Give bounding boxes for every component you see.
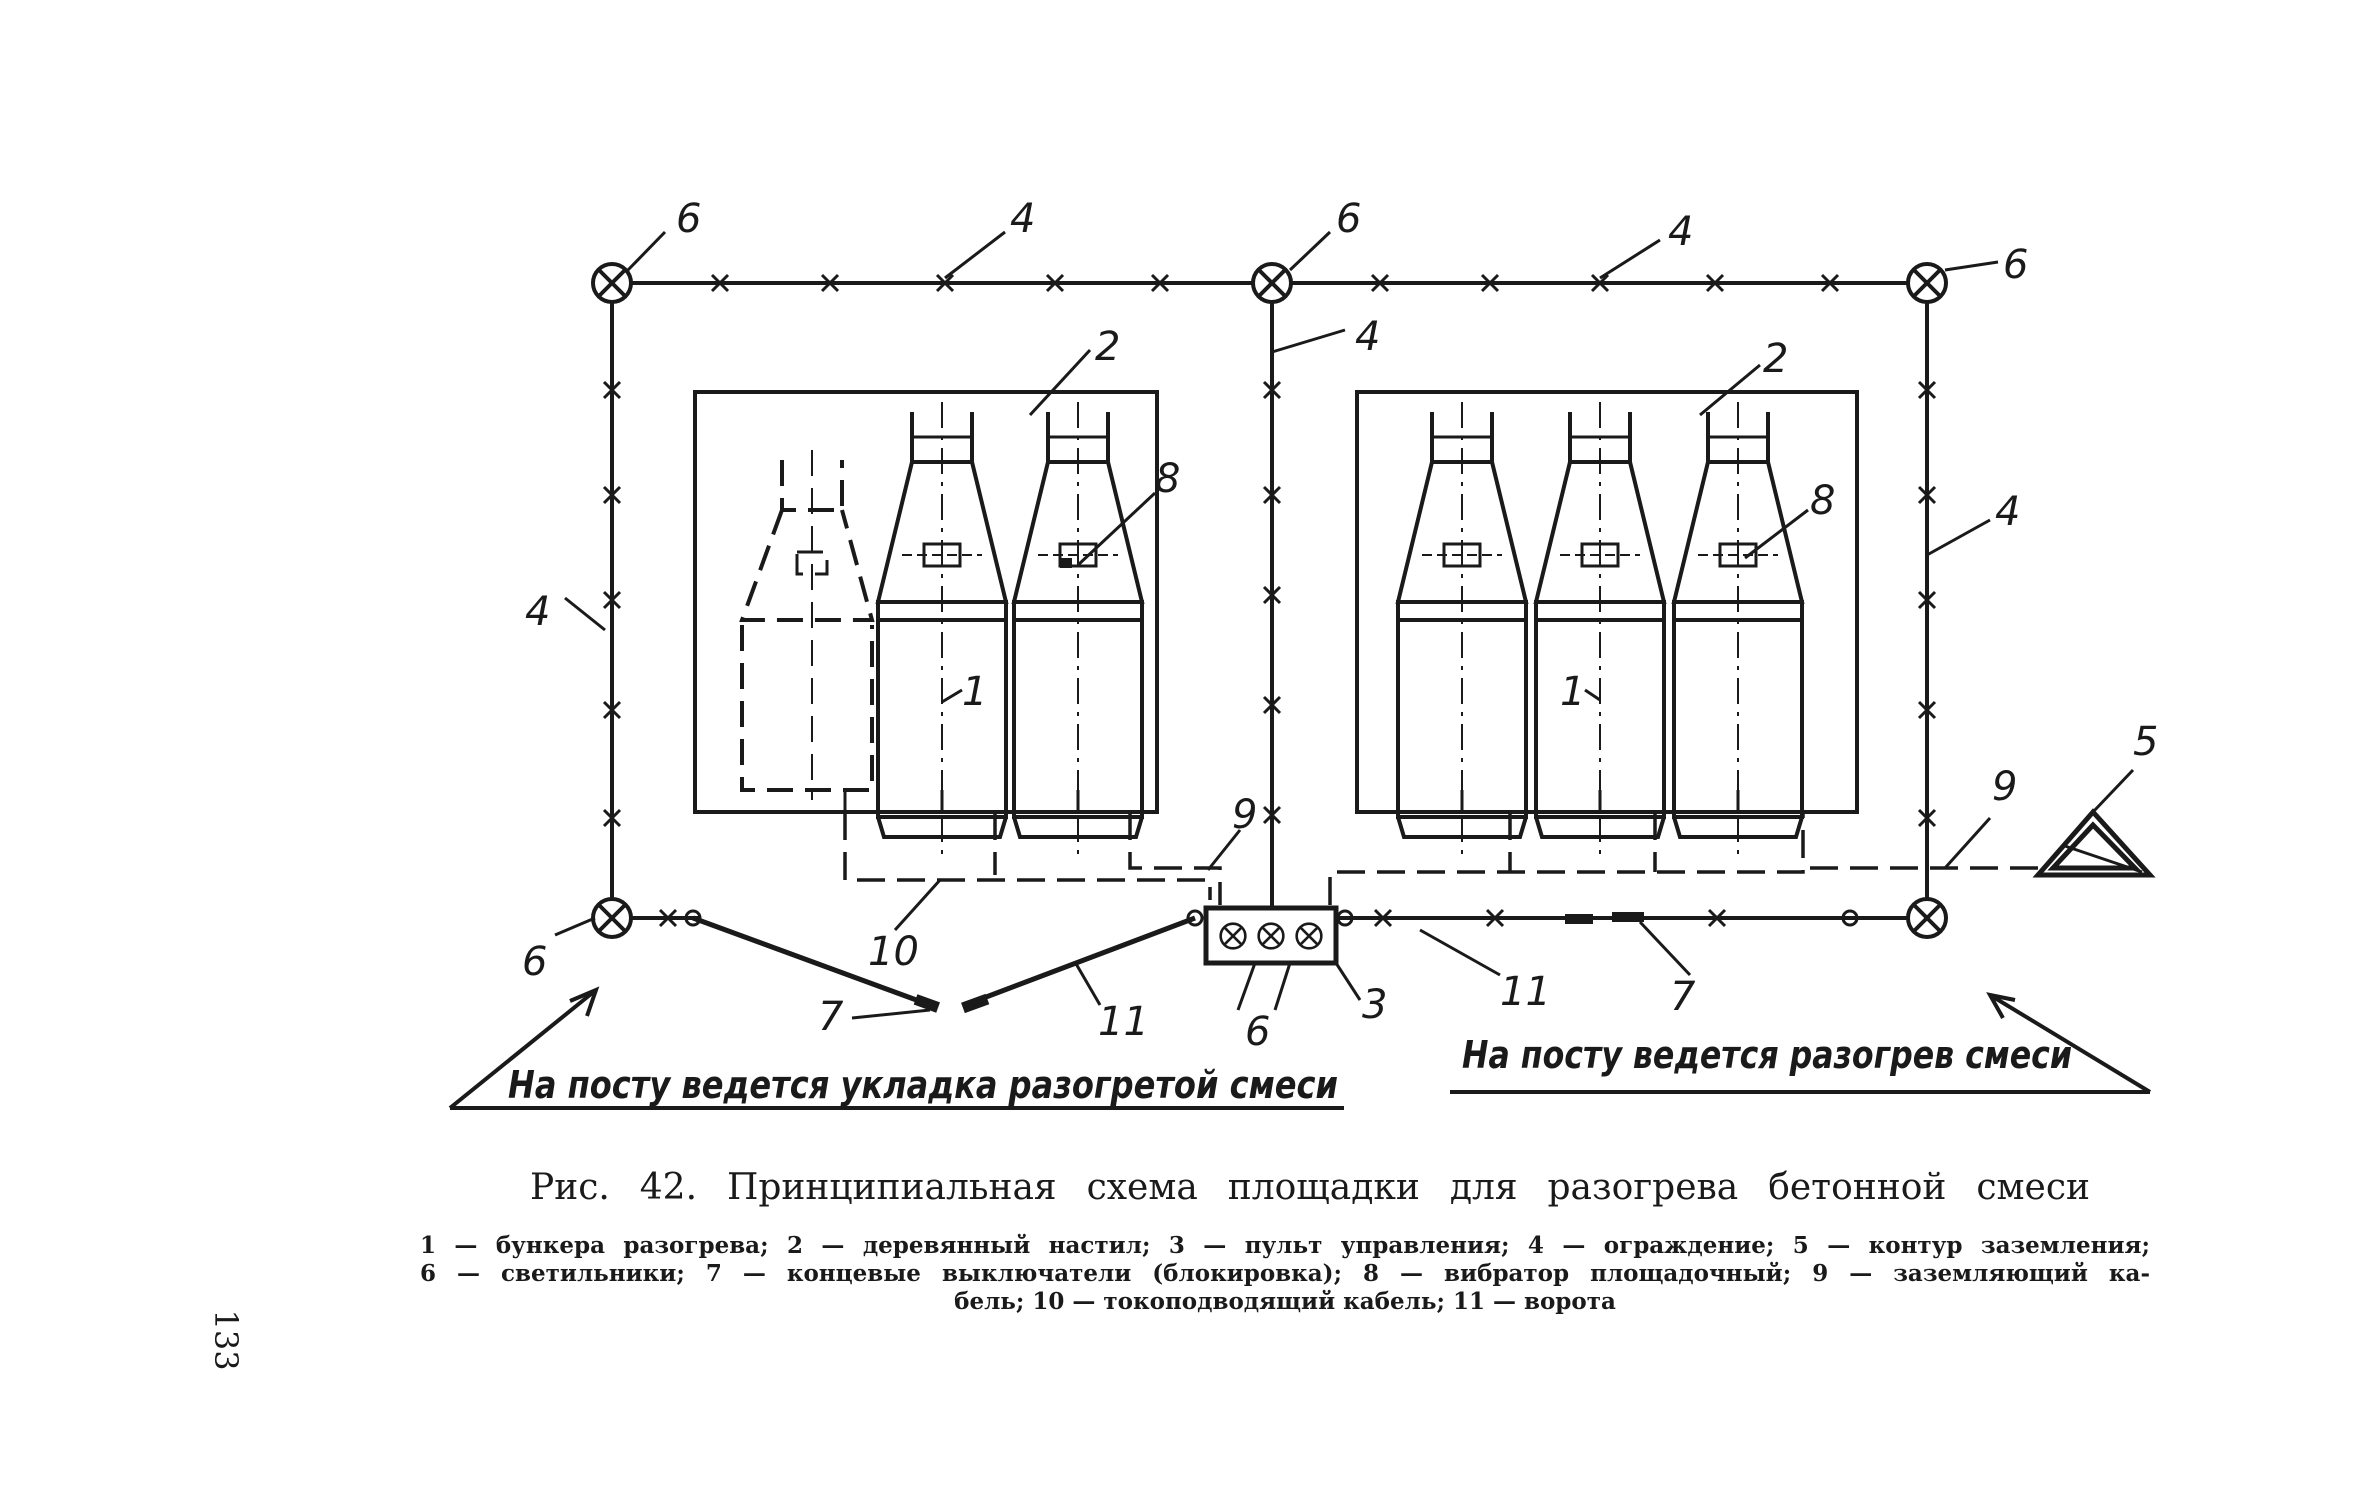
- label-9-right: 9: [1992, 764, 2017, 810]
- label-6-bottom-left: 6: [522, 939, 547, 985]
- label-8-left: 8: [1155, 456, 1180, 502]
- label-4-top-right: 4: [1668, 209, 1693, 255]
- label-1-left: 1: [962, 669, 987, 715]
- wooden-floor-left: [693, 390, 1159, 814]
- banner-arrows: [448, 986, 2152, 1110]
- leader-lines: [554, 230, 2135, 1020]
- gates: [684, 909, 1859, 1008]
- label-8-right: 8: [1810, 478, 1835, 524]
- vibrator-marker: [1060, 558, 1072, 568]
- legend-line-3: бель; 10 — токоподводящий кабель; 11 — в…: [954, 1288, 1616, 1315]
- label-6-top-mid: 6: [1336, 196, 1361, 242]
- label-5: 5: [2133, 719, 2158, 765]
- hopper-dashed: [739, 450, 875, 800]
- label-3: 3: [1362, 982, 1387, 1028]
- limit-switches: [913, 912, 1644, 1014]
- control-panel: [1203, 905, 1339, 966]
- label-10: 10: [868, 929, 919, 975]
- legend-line-1: 1 — бункера разогрева; 2 — деревянный на…: [420, 1232, 2150, 1259]
- label-6-top-right: 6: [2003, 242, 2028, 288]
- banner-right: На посту ведется разогрев смеси: [1462, 1033, 2072, 1077]
- label-4-right: 4: [1995, 489, 2020, 535]
- page-number: 133: [207, 1309, 245, 1371]
- label-2-left: 2: [1095, 324, 1120, 370]
- label-4-middle: 4: [1355, 314, 1380, 360]
- label-7-right: 7: [1670, 974, 1696, 1020]
- label-6-panel: 6: [1245, 1009, 1270, 1055]
- label-11-left: 11: [1098, 999, 1149, 1045]
- wooden-floor-right: [1355, 390, 1859, 814]
- figure-legend: 1 — бункера разогрева; 2 — деревянный на…: [420, 1232, 2150, 1316]
- label-11-right: 11: [1500, 969, 1551, 1015]
- legend-line-2: 6 — светильники; 7 — концевые выключател…: [420, 1260, 2150, 1287]
- label-9-left: 9: [1232, 792, 1257, 838]
- label-1-right: 1: [1560, 669, 1585, 715]
- power-cables: [843, 812, 2038, 905]
- ground-contour: [2032, 808, 2156, 878]
- label-4-left: 4: [525, 589, 550, 635]
- figure-caption: Рис. 42. Принципиальная схема площадки д…: [530, 1167, 2090, 1208]
- label-4-top-left: 4: [1010, 196, 1035, 242]
- label-6-top-left: 6: [676, 196, 701, 242]
- banner-left: На посту ведется укладка разогретой смес…: [508, 1063, 1338, 1107]
- label-2-right: 2: [1763, 336, 1788, 382]
- label-7-left: 7: [818, 994, 844, 1040]
- cable-drops: [843, 790, 1740, 812]
